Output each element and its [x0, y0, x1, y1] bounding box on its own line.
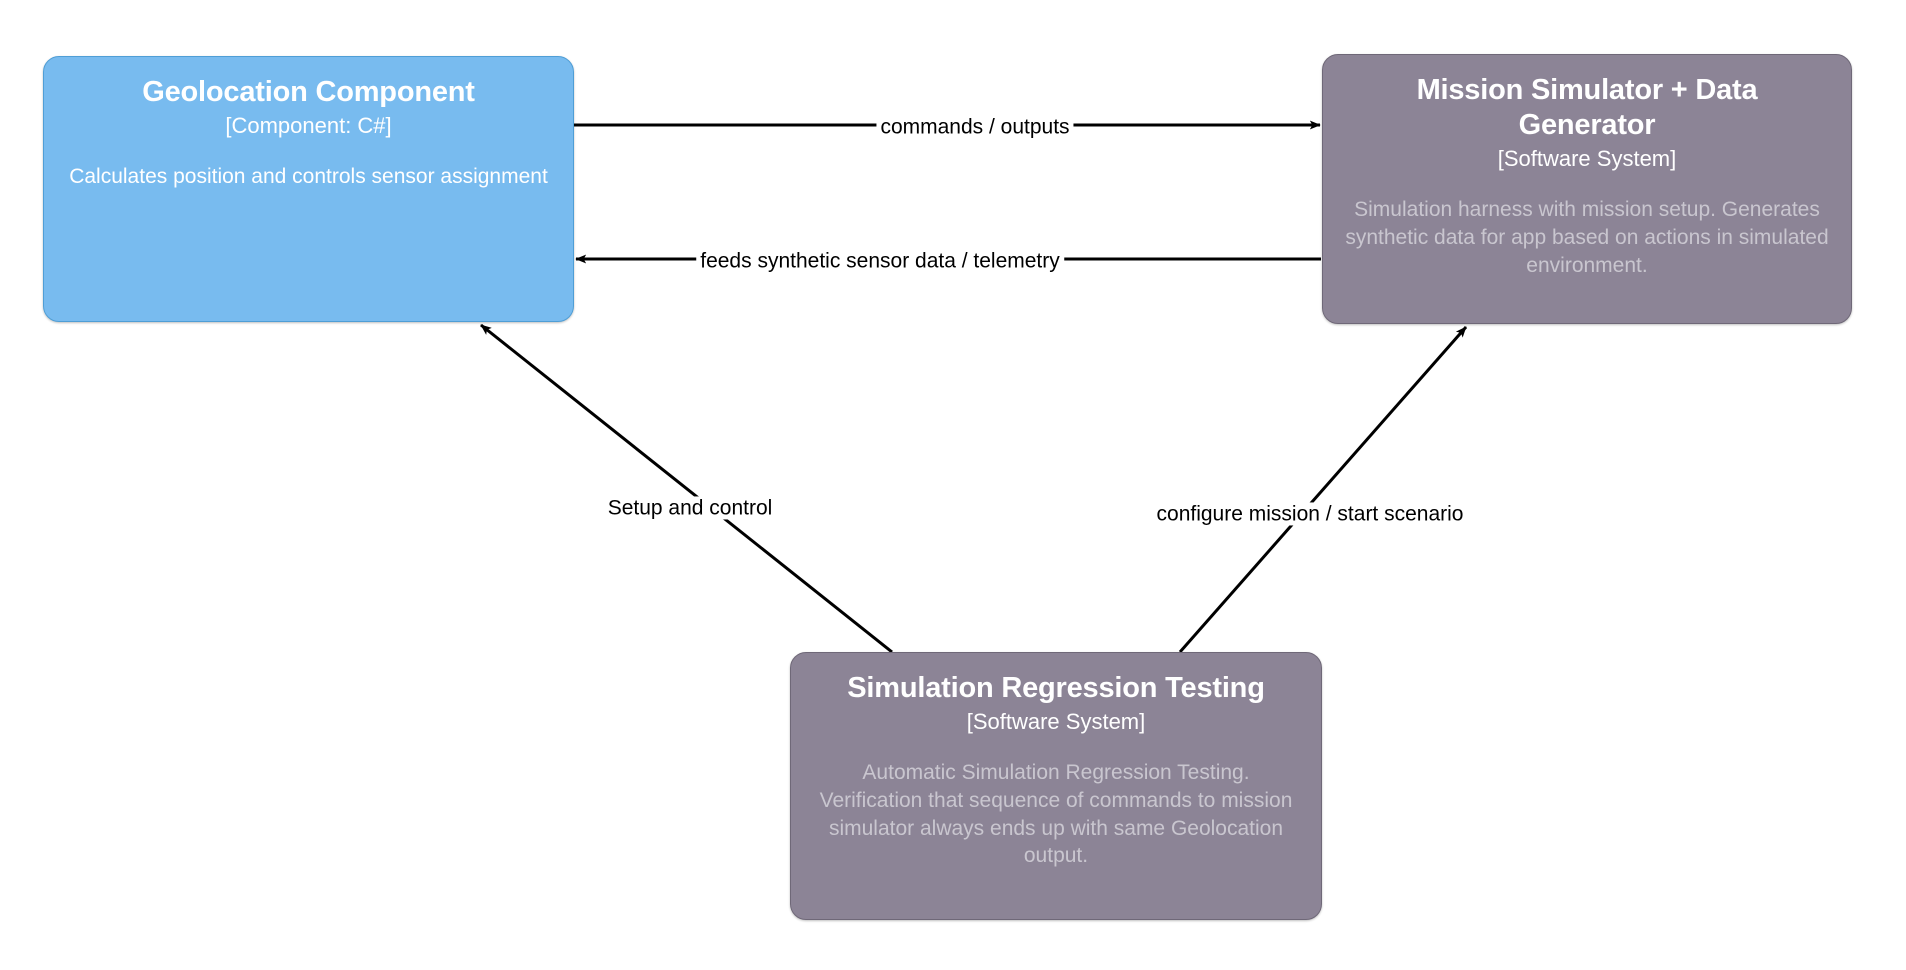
- edge-label-configure-mission: configure mission / start scenario: [1152, 502, 1468, 526]
- node-technology: [Component: C#]: [225, 112, 392, 138]
- node-technology: [Software System]: [966, 708, 1146, 734]
- node-geolocation-component[interactable]: Geolocation Component [Component: C#] Ca…: [43, 56, 574, 322]
- node-title: Simulation Regression Testing: [847, 672, 1265, 704]
- node-description: Simulation harness with mission setup. G…: [1345, 198, 1829, 277]
- node-mission-simulator-data-generator[interactable]: Mission Simulator + Data Generator [Soft…: [1322, 54, 1852, 324]
- edge-label-feeds-telemetry: feeds synthetic sensor data / telemetry: [696, 249, 1064, 273]
- edge-configure-mission: [1178, 326, 1468, 653]
- node-simulation-regression-testing[interactable]: Simulation Regression Testing [Software …: [790, 652, 1322, 920]
- node-title: Geolocation Component: [142, 76, 475, 108]
- node-description: Calculates position and controls sensor …: [69, 165, 548, 189]
- node-technology: [Software System]: [1497, 145, 1677, 171]
- node-title: Mission Simulator + Data Generator: [1416, 74, 1758, 141]
- edge-label-setup-and-control: Setup and control: [603, 496, 777, 520]
- edge-label-commands-outputs: commands / outputs: [876, 115, 1074, 139]
- edge-setup-and-control: [480, 323, 893, 654]
- node-description: Automatic Simulation Regression Testing.…: [819, 761, 1293, 868]
